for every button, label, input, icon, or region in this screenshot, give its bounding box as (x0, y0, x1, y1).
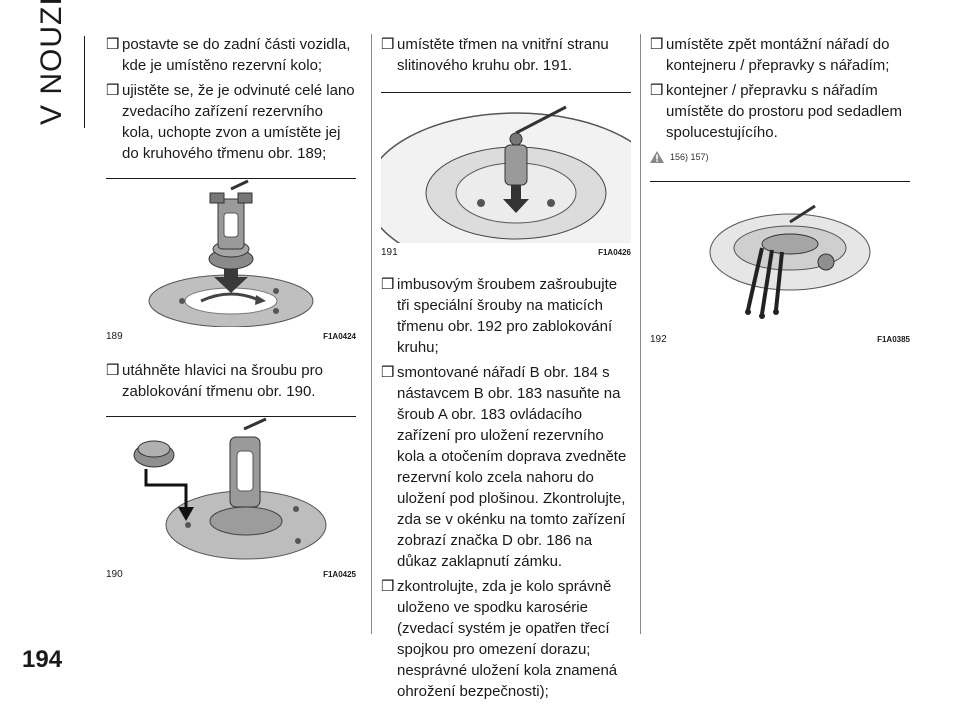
bullet-item: ❒zkontrolujte, zda je kolo správně ulože… (381, 576, 631, 702)
figure-189: 189 F1A0424 (106, 178, 356, 342)
bullet-item: ❒kontejner / přepravku s nářadím umístět… (650, 80, 910, 143)
figure-190-illustration (106, 417, 356, 565)
bullet-mark: ❒ (106, 82, 120, 99)
figure-code: F1A0426 (598, 248, 631, 257)
section-title-rule (84, 36, 85, 128)
figure-number: 190 (106, 569, 123, 580)
figure-caption: 191 F1A0426 (381, 243, 631, 258)
bullet-mark: ❒ (650, 36, 664, 53)
figure-code: F1A0425 (323, 570, 356, 579)
section-title: V NOUZI (35, 0, 68, 125)
bullet-item: ❒postavte se do zadní části vozidla, kde… (106, 34, 356, 76)
bullet-mark: ❒ (381, 276, 395, 293)
figure-number: 192 (650, 334, 667, 345)
bullet-item: ❒umístěte zpět montážní nářadí do kontej… (650, 34, 910, 76)
figure-192: 192 F1A0385 (650, 181, 910, 345)
bullet-text: umístěte třmen na vnitřní stranu slitino… (397, 36, 609, 74)
bullet-item: ❒smontované nářadí B obr. 184 s nástavce… (381, 362, 631, 572)
figure-caption: 190 F1A0425 (106, 565, 356, 580)
bullet-text: kontejner / přepravku s nářadím umístěte… (666, 82, 902, 141)
figure-189-illustration (106, 179, 356, 327)
bullet-mark: ❒ (650, 82, 664, 99)
figure-top-rule (106, 416, 356, 417)
bullet-text: smontované nářadí B obr. 184 s nástavcem… (397, 364, 627, 570)
bullet-mark: ❒ (381, 364, 395, 381)
figure-190: 190 F1A0425 (106, 416, 356, 580)
bullet-item: ❒ujistěte se, že je odvinuté celé lano z… (106, 80, 356, 164)
warning-triangle-icon (650, 151, 664, 163)
column-divider (640, 34, 641, 634)
figure-caption: 192 F1A0385 (650, 330, 910, 345)
bullet-mark: ❒ (381, 36, 395, 53)
warning-references: 156) 157) (650, 151, 910, 163)
bullet-text: zkontrolujte, zda je kolo správně uložen… (397, 578, 618, 700)
column-3: ❒umístěte zpět montážní nářadí do kontej… (650, 34, 910, 345)
bullet-item: ❒umístěte třmen na vnitřní stranu slitin… (381, 34, 631, 76)
figure-number: 189 (106, 331, 123, 342)
figure-number: 191 (381, 247, 398, 258)
figure-top-rule (381, 92, 631, 93)
column-divider (371, 34, 372, 634)
page-number: 194 (22, 646, 63, 673)
figure-caption: 189 F1A0424 (106, 327, 356, 342)
column-1: ❒postavte se do zadní části vozidla, kde… (106, 34, 356, 580)
figure-top-rule (650, 181, 910, 182)
figure-code: F1A0385 (877, 335, 910, 344)
bullet-text: ujistěte se, že je odvinuté celé lano zv… (122, 82, 355, 162)
figure-code: F1A0424 (323, 332, 356, 341)
bullet-text: umístěte zpět montážní nářadí do kontejn… (666, 36, 890, 74)
column-2: ❒umístěte třmen na vnitřní stranu slitin… (381, 34, 631, 706)
bullet-text: utáhněte hlavici na šroubu pro zabloková… (122, 362, 323, 400)
warning-refs-text: 156) 157) (670, 152, 709, 162)
figure-191: 191 F1A0426 (381, 92, 631, 258)
bullet-item: ❒imbusovým šroubem zašroubujte tři speci… (381, 274, 631, 358)
figure-192-illustration (650, 182, 910, 330)
figure-191-illustration (381, 93, 631, 243)
bullet-text: postavte se do zadní části vozidla, kde … (122, 36, 351, 74)
bullet-item: ❒utáhněte hlavici na šroubu pro zablokov… (106, 360, 356, 402)
figure-top-rule (106, 178, 356, 179)
bullet-mark: ❒ (106, 362, 120, 379)
bullet-mark: ❒ (381, 578, 395, 595)
bullet-text: imbusovým šroubem zašroubujte tři speciá… (397, 276, 618, 356)
bullet-mark: ❒ (106, 36, 120, 53)
